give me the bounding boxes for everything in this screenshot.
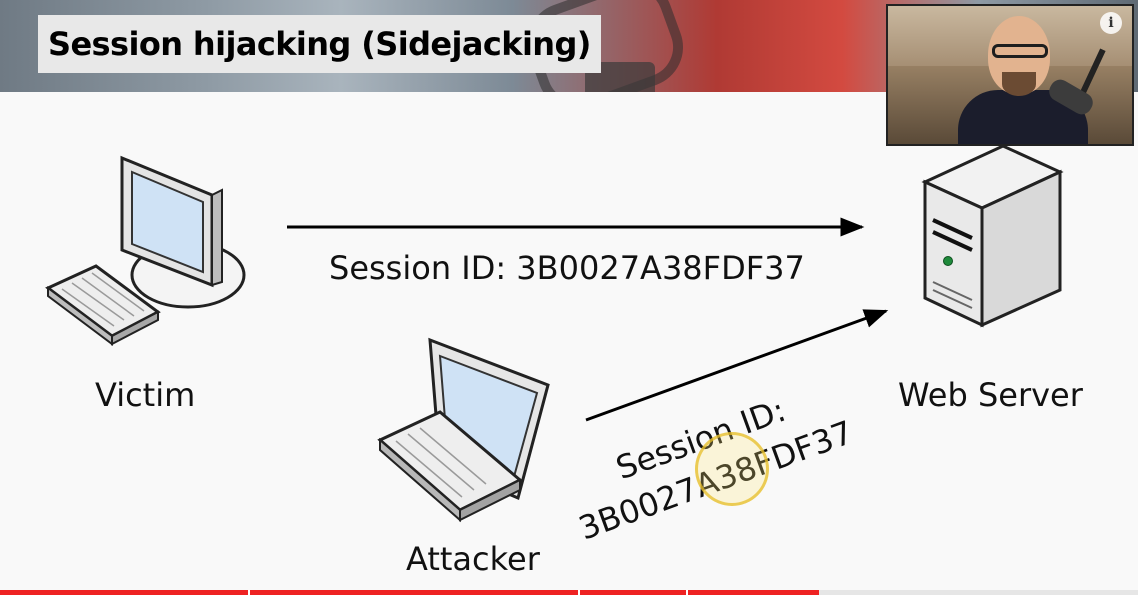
chapter-marker <box>686 590 688 595</box>
chapter-marker <box>578 590 580 595</box>
slide-title: Session hijacking (Sidejacking) <box>48 25 591 63</box>
attacker-label: Attacker <box>406 540 540 578</box>
presenter-webcam: i <box>886 4 1134 146</box>
slide-title-box: Session hijacking (Sidejacking) <box>38 15 601 73</box>
attacker-to-server-arrow <box>585 309 889 422</box>
victim-session-label: Session ID: 3B0027A38FDF37 <box>329 249 805 287</box>
presenter-glasses <box>992 44 1048 58</box>
cursor-highlight <box>695 432 769 506</box>
chapter-marker <box>248 590 250 595</box>
info-icon[interactable]: i <box>1100 12 1122 34</box>
video-progress-fill <box>0 590 820 595</box>
video-progress-bar[interactable] <box>0 590 1138 595</box>
victim-label: Victim <box>95 376 196 414</box>
presenter-beard <box>1002 72 1036 96</box>
server-tower-icon <box>921 144 1064 328</box>
laptop-icon <box>377 337 550 523</box>
desktop-computer-icon <box>45 155 246 346</box>
web-server-label: Web Server <box>898 376 1083 414</box>
